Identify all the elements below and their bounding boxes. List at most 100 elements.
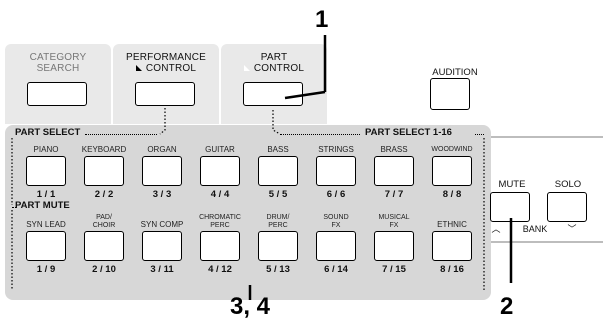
part-name-line1: SYN LEAD: [26, 220, 66, 229]
part-button-16[interactable]: [432, 231, 472, 261]
part-name-line1: DRUM/: [266, 214, 290, 221]
divider-line: [491, 136, 603, 138]
part-button-10[interactable]: [84, 231, 124, 261]
part-select-range-dots: [475, 134, 484, 135]
callout-3-4: 3, 4: [230, 293, 271, 320]
part-number-label: 3 / 11: [150, 264, 174, 275]
tab-label-line1: PERFORMANCE: [126, 52, 206, 63]
part-name-line1: SOUND: [323, 214, 349, 221]
part-name-label: PAD/CHOIR: [78, 214, 130, 230]
part-name-line1: CHROMATIC: [199, 214, 241, 221]
part-number-label: 1 / 1: [36, 189, 56, 200]
bank-down-icon: ﹀: [567, 224, 577, 234]
part-select-dots-right: [280, 134, 360, 135]
tab-performance-control-label: PERFORMANCE CONTROL: [113, 52, 219, 74]
part-name-label: SYN COMP: [136, 220, 188, 229]
part-name-label: PIANO: [33, 145, 59, 154]
part-button-1[interactable]: [26, 156, 66, 186]
part-number-label: 5 / 13: [266, 264, 290, 275]
part-number-label: 7 / 7: [384, 189, 404, 200]
part-name-line1: ETHNIC: [437, 220, 467, 229]
part-button-15[interactable]: [374, 231, 414, 261]
part-button-2[interactable]: [84, 156, 124, 186]
part-number-label: 4 / 4: [210, 189, 230, 200]
part-select-label: PART SELECT: [13, 127, 83, 138]
bank-up-icon: ︿: [491, 224, 501, 234]
part-select-dots-left: [85, 134, 157, 135]
part-name-line2: CHOIR: [92, 222, 116, 229]
audition-button[interactable]: [430, 78, 470, 110]
part-button-14[interactable]: [316, 231, 356, 261]
part-button-6[interactable]: [316, 156, 356, 186]
part-name-label: STRINGS: [318, 145, 354, 154]
part-button-3[interactable]: [142, 156, 182, 186]
part-number-label: 7 / 15: [382, 264, 406, 275]
part-name-line2: PERC: [268, 222, 288, 229]
part-name-label: WOODWIND: [431, 146, 473, 153]
corner-indicator-icon: [243, 65, 250, 71]
part-button-11[interactable]: [142, 231, 182, 261]
part-number-label: 2 / 2: [94, 189, 114, 200]
part-button-4[interactable]: [200, 156, 240, 186]
part-name-label: BASS: [267, 145, 289, 154]
solo-label: SOLO: [554, 179, 582, 190]
callout-1: 1: [315, 6, 329, 33]
part-name-label: ORGAN: [147, 145, 177, 154]
part-mute-dots: [12, 207, 16, 208]
part-name-label: BRASS: [380, 145, 408, 154]
tab-label-line1: CATEGORY: [29, 52, 87, 63]
part-number-label: 8 / 16: [440, 264, 464, 275]
part-select-panel: [5, 125, 491, 300]
part-select-range-label: PART SELECT 1-16: [363, 127, 454, 138]
part-name-line2: FX: [331, 222, 341, 229]
part-button-7[interactable]: [374, 156, 414, 186]
tab-category-search-label: CATEGORY SEARCH: [5, 52, 111, 74]
part-mute-label: PART MUTE: [13, 200, 72, 211]
tab-label-line1: PART: [260, 52, 288, 63]
part-name-line1: SYN COMP: [140, 220, 184, 229]
tab-label-line2: CONTROL: [113, 63, 219, 74]
part-number-label: 6 / 6: [326, 189, 346, 200]
part-name-line1: MUSICAL: [378, 214, 410, 221]
part-button-8[interactable]: [432, 156, 472, 186]
callout-2: 2: [500, 293, 514, 320]
tab-label-text: CONTROL: [253, 63, 305, 74]
part-name-label: DRUM/PERC: [252, 214, 304, 230]
part-name-label: KEYBOARD: [81, 145, 127, 154]
part-number-label: 2 / 10: [92, 264, 116, 275]
performance-control-button[interactable]: [135, 82, 195, 106]
part-number-label: 8 / 8: [442, 189, 462, 200]
audition-label: AUDITION: [432, 67, 478, 78]
part-button-5[interactable]: [258, 156, 298, 186]
solo-button[interactable]: [547, 192, 587, 222]
part-number-label: 4 / 12: [208, 264, 232, 275]
corner-indicator-icon: [135, 65, 142, 71]
part-name-line2: FX: [389, 222, 399, 229]
part-name-line2: PERC: [210, 222, 230, 229]
bank-label: BANK: [522, 224, 548, 234]
mute-label: MUTE: [498, 179, 526, 190]
part-name-label: GUITAR: [205, 145, 235, 154]
part-number-label: 3 / 3: [152, 189, 172, 200]
part-number-label: 1 / 9: [36, 264, 56, 275]
part-button-9[interactable]: [26, 231, 66, 261]
part-button-13[interactable]: [258, 231, 298, 261]
divider-line: [491, 241, 603, 243]
tab-label-line2: SEARCH: [36, 63, 80, 74]
part-name-label: SYN LEAD: [20, 220, 72, 229]
category-search-button[interactable]: [27, 82, 87, 106]
mute-button[interactable]: [490, 192, 530, 222]
tab-label-text: CONTROL: [145, 63, 197, 74]
part-control-button[interactable]: [243, 82, 303, 106]
tab-label-line2: CONTROL: [221, 63, 327, 74]
part-name-line1: PAD/: [96, 214, 112, 221]
part-number-label: 6 / 14: [324, 264, 348, 275]
part-name-label: ETHNIC: [426, 220, 478, 229]
part-button-12[interactable]: [200, 231, 240, 261]
tab-part-control-label: PART CONTROL: [221, 52, 327, 74]
